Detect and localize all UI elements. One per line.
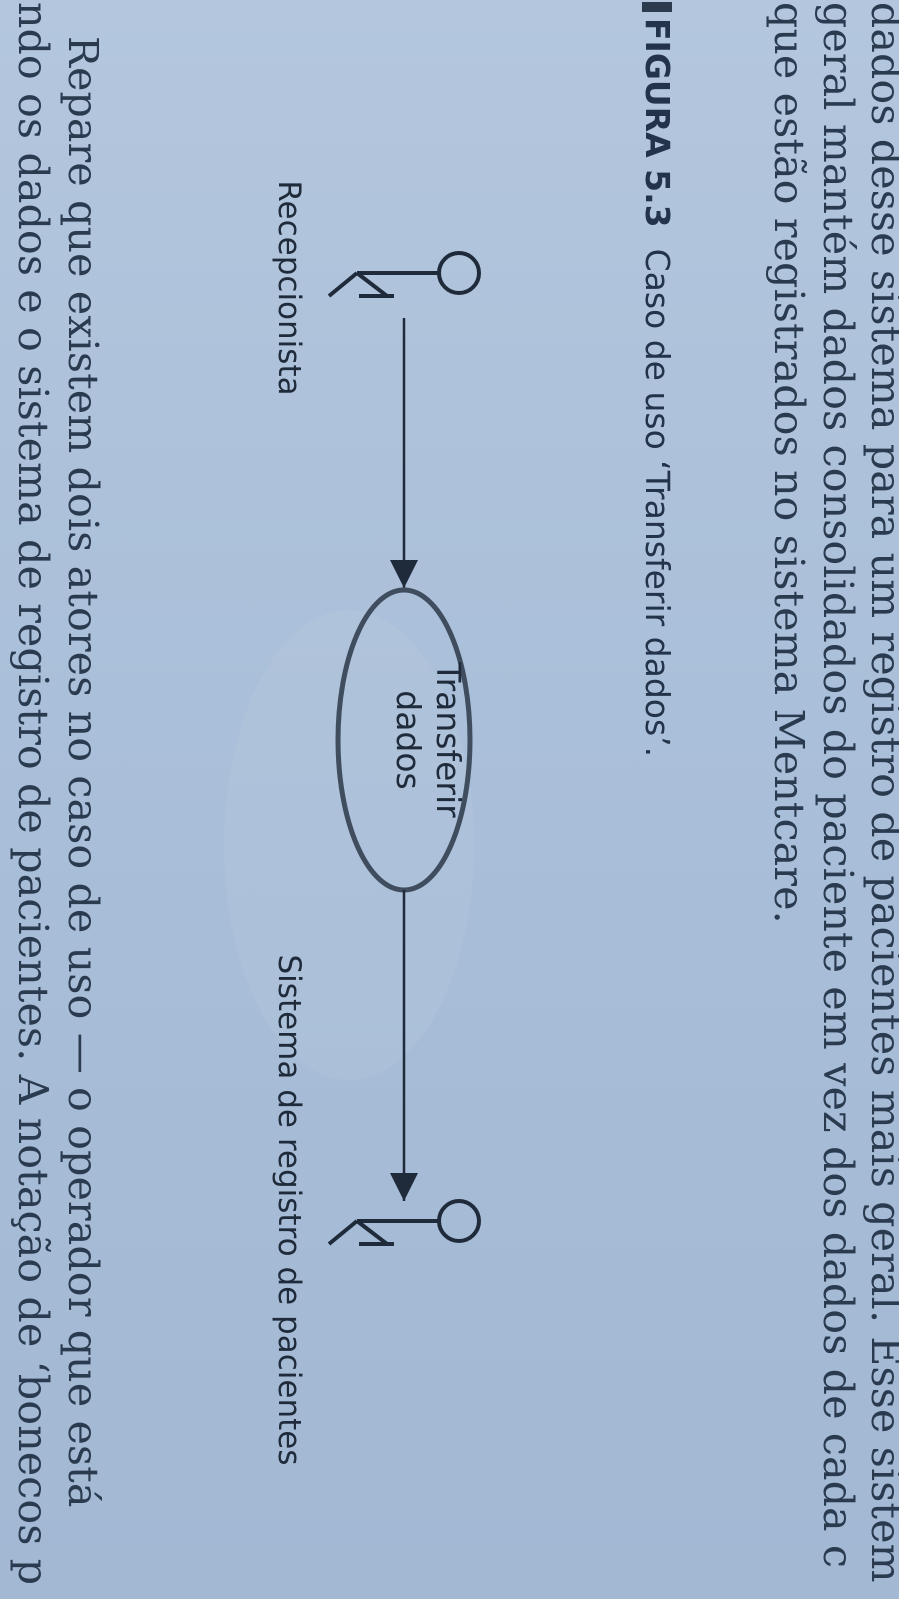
body-text-line-4: Repare que existem dois atores no caso d… [59,36,107,1508]
actor-right-label: Sistema de registro de pacientes [271,955,307,1466]
actor-left-label: Recepcionista [271,180,307,395]
actor-leg [327,271,359,298]
actor-head [437,1199,481,1243]
actor-leg [355,271,389,298]
actor-head [437,251,481,295]
actor-leg [327,1219,359,1246]
actor-leg [355,1219,389,1246]
actor-stick-figure-left [327,251,481,298]
use-case-label-line1: Transferir [429,661,468,818]
actor-stick-figure-right [327,1199,481,1246]
use-case-label-line2: dados [389,690,428,790]
body-text-line-5: ndo os dados e o sistema de registro de … [9,2,57,1586]
